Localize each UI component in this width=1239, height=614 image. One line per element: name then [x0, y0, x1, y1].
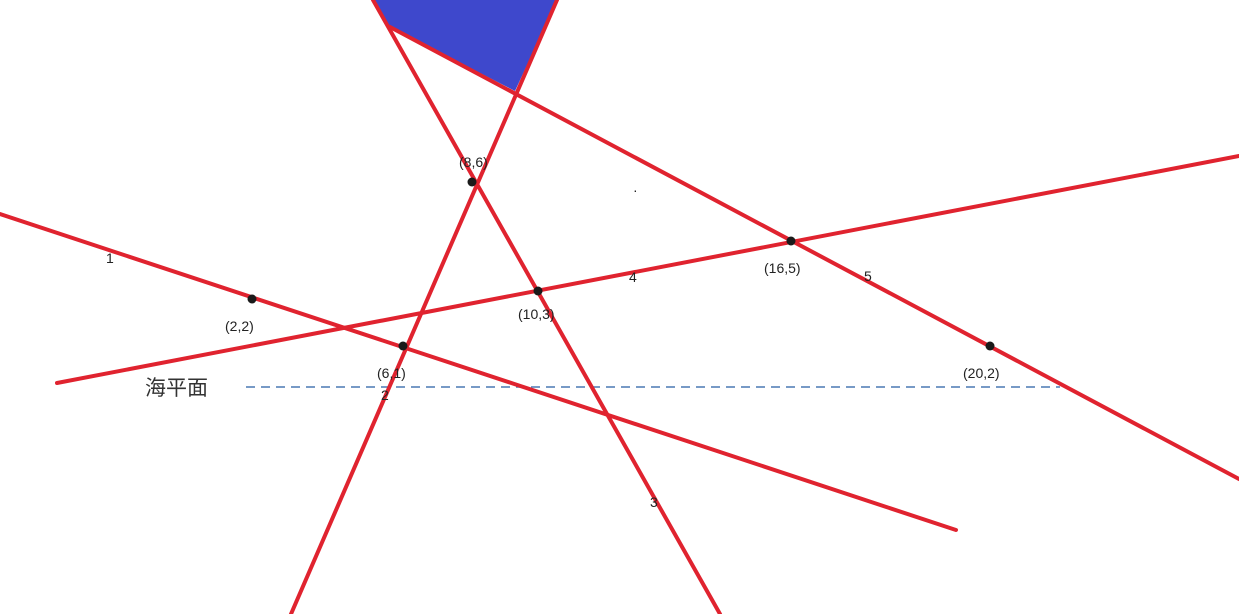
line-label-3: 3 [650, 494, 658, 510]
point-label-2-2: (2,2) [225, 318, 254, 334]
line-5 [388, 25, 1239, 481]
point-16-5 [786, 236, 796, 246]
point-6-1 [398, 341, 408, 351]
line-3 [371, 0, 722, 614]
point-label-20-2: (20,2) [963, 365, 1000, 381]
line-4 [55, 154, 1239, 385]
line-2 [289, 0, 559, 614]
line-label-1: 1 [106, 250, 114, 266]
point-label-6-1: (6,1) [377, 365, 406, 381]
line-label-2: 2 [381, 387, 389, 403]
point-label-10-3: (10,3) [518, 306, 555, 322]
point-2-2 [247, 294, 257, 304]
line-1 [0, 212, 958, 532]
point-10-3 [533, 286, 543, 296]
point-labels: (8,6) (2,2) (6,1) (10,3) (16,5) (20,2) [225, 154, 1000, 381]
shaded-region [373, 0, 557, 91]
line-labels: 1 2 3 4 5 [106, 250, 872, 510]
points [247, 177, 995, 351]
line-label-4: 4 [629, 269, 637, 285]
point-label-8-6: (8,6) [459, 154, 488, 170]
point-label-16-5: (16,5) [764, 260, 801, 276]
line-label-5: 5 [864, 268, 872, 284]
sea-level-label: 海平面 [145, 376, 208, 400]
point-8-6 [467, 177, 477, 187]
stray-mark: · [633, 182, 638, 198]
point-20-2 [985, 341, 995, 351]
